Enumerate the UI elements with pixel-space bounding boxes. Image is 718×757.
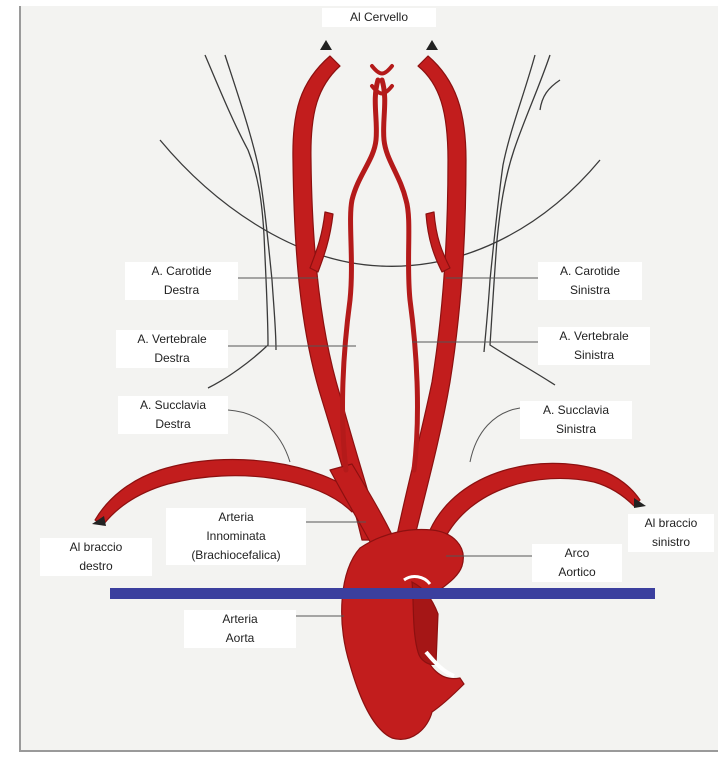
label-succlavia-sinistra-line2: Sinistra [520, 420, 632, 439]
label-braccio-destro-line1: Al braccio [40, 538, 152, 557]
label-vertebrale-destra-line1: A. Vertebrale [116, 330, 228, 349]
label-carotide-destra-line1: A. Carotide [125, 262, 238, 281]
label-succlavia-sinistra: A. Succlavia Sinistra [520, 401, 632, 439]
label-aorta-line2: Aorta [184, 629, 296, 648]
label-innominata-line1: Arteria [166, 508, 306, 527]
label-braccio-sinistro: Al braccio sinistro [628, 514, 714, 552]
label-arco-aortico-line1: Arco [532, 544, 622, 563]
label-aorta-line1: Arteria [184, 610, 296, 629]
label-succlavia-destra-line2: Destra [118, 415, 228, 434]
label-braccio-destro-line2: destro [40, 557, 152, 576]
label-arco-aortico-line2: Aortico [532, 563, 622, 582]
label-braccio-sinistro-line1: Al braccio [628, 514, 714, 533]
label-vertebrale-sinistra-line1: A. Vertebrale [538, 327, 650, 346]
label-al-cervello: Al Cervello [322, 8, 436, 27]
label-vertebrale-sinistra: A. Vertebrale Sinistra [538, 327, 650, 365]
label-carotide-destra-line2: Destra [125, 281, 238, 300]
label-succlavia-destra: A. Succlavia Destra [118, 396, 228, 434]
label-carotide-sinistra-line1: A. Carotide [538, 262, 642, 281]
label-arco-aortico: Arco Aortico [532, 544, 622, 582]
label-succlavia-destra-line1: A. Succlavia [118, 396, 228, 415]
label-vertebrale-sinistra-line2: Sinistra [538, 346, 650, 365]
label-innominata-line2: Innominata [166, 527, 306, 546]
label-succlavia-sinistra-line1: A. Succlavia [520, 401, 632, 420]
label-vertebrale-destra: A. Vertebrale Destra [116, 330, 228, 368]
label-carotide-destra: A. Carotide Destra [125, 262, 238, 300]
label-al-cervello-text: Al Cervello [322, 8, 436, 27]
label-braccio-destro: Al braccio destro [40, 538, 152, 576]
label-innominata: Arteria Innominata (Brachiocefalica) [166, 508, 306, 565]
cut-line [110, 588, 655, 599]
label-braccio-sinistro-line2: sinistro [628, 533, 714, 552]
label-innominata-line3: (Brachiocefalica) [166, 546, 306, 565]
label-vertebrale-destra-line2: Destra [116, 349, 228, 368]
label-aorta: Arteria Aorta [184, 610, 296, 648]
label-carotide-sinistra: A. Carotide Sinistra [538, 262, 642, 300]
label-carotide-sinistra-line2: Sinistra [538, 281, 642, 300]
